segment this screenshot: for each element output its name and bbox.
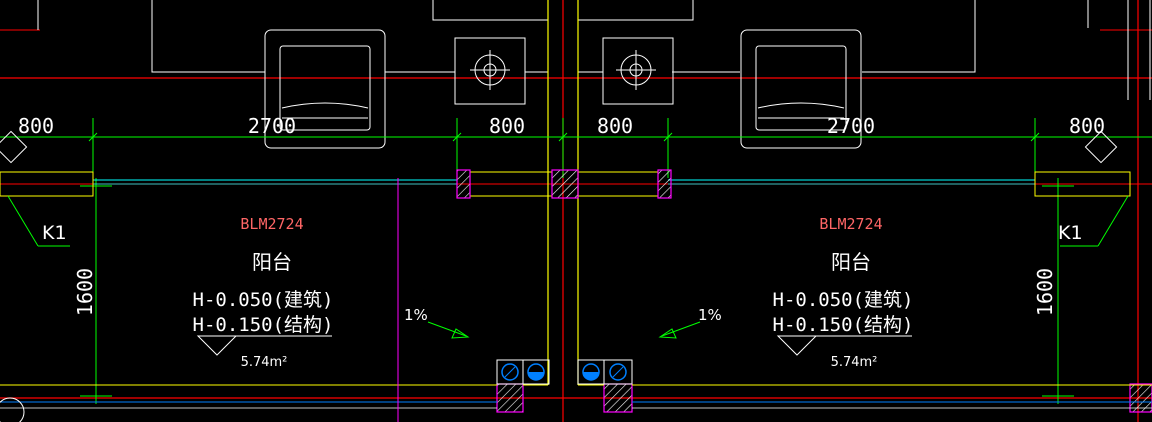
side-dimension-lines (80, 178, 1074, 404)
room-elevation-struct: H-0.150(结构) (773, 314, 914, 336)
room-name: 阳台 (831, 250, 871, 274)
room-code: BLM2724 (819, 215, 882, 233)
edge-circle (0, 397, 25, 422)
dim-text: 800 (1069, 114, 1105, 138)
room-label-right: BLM2724 阳台 H-0.050(建筑) H-0.150(结构) 5.74m… (773, 215, 914, 370)
slope-text: 1% (698, 306, 722, 324)
room-elevation-arch: H-0.050(建筑) (193, 289, 334, 311)
dim-text: 2700 (248, 114, 296, 138)
interior-walls (37, 0, 1151, 100)
window-marker-left (0, 130, 70, 247)
pipe-symbols-right (577, 359, 633, 385)
slope-arrow-left: 1% (404, 306, 470, 339)
dim-text: 2700 (827, 114, 875, 138)
dim-text: 800 (18, 114, 54, 138)
room-area: 5.74m² (241, 355, 288, 370)
room-code: BLM2724 (240, 215, 303, 233)
window-marker-right (1060, 130, 1129, 247)
balcony-window-line (0, 171, 1131, 197)
armchair-right (740, 29, 862, 149)
window-tag-right: K1 (1058, 222, 1083, 244)
dimension-chain (0, 118, 1152, 178)
side-dim-text-right: 1600 (1033, 268, 1057, 316)
room-label-left: BLM2724 阳台 H-0.050(建筑) H-0.150(结构) 5.74m… (193, 215, 334, 370)
floor-drain-right (602, 37, 674, 105)
dim-text: 800 (597, 114, 633, 138)
pipe-lines (0, 178, 1152, 422)
dim-text: 800 (489, 114, 525, 138)
window-tag-left: K1 (42, 222, 67, 244)
armchair-left (264, 29, 386, 149)
room-area: 5.74m² (831, 355, 878, 370)
room-elevation-arch: H-0.050(建筑) (773, 289, 914, 311)
dimension-texts: 800 2700 800 800 2700 800 (18, 114, 1105, 138)
room-name: 阳台 (252, 250, 292, 274)
slope-text: 1% (404, 306, 428, 324)
room-elevation-struct: H-0.150(结构) (193, 314, 334, 336)
side-dim-text-left: 1600 (73, 268, 97, 316)
pipe-symbols-left (496, 359, 550, 385)
floor-drain-left (454, 37, 526, 105)
slope-arrow-right: 1% (658, 306, 722, 339)
